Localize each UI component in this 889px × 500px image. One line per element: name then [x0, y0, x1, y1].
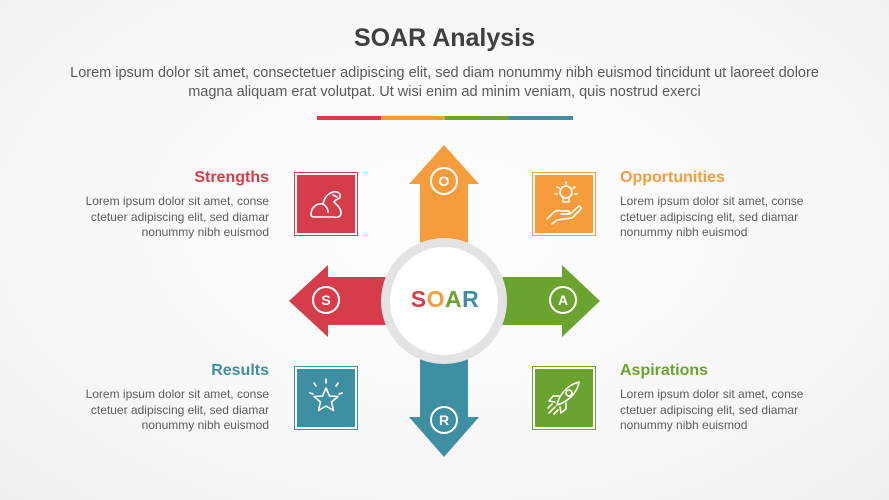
strengths-letter: S	[321, 292, 330, 308]
star-award-icon	[309, 378, 343, 412]
strengths-description: Lorem ipsum dolor sit amet, conse ctetue…	[85, 194, 269, 239]
aspirations-description: Lorem ipsum dolor sit amet, conse ctetue…	[620, 387, 804, 432]
aspirations-heading: Aspirations	[620, 362, 709, 379]
bicep-muscle-icon	[310, 190, 342, 219]
hand-lightbulb-icon	[546, 181, 582, 225]
aspirations-letter: A	[558, 292, 568, 308]
strengths-icon-box	[295, 173, 357, 235]
page-subtitle: Lorem ipsum dolor sit amet, consectetuer…	[70, 65, 819, 100]
center-letter-s: S	[410, 286, 427, 312]
center-circle	[390, 247, 498, 355]
center-letter-o: O	[426, 286, 445, 312]
results-description: Lorem ipsum dolor sit amet, conse ctetue…	[85, 387, 269, 432]
center-letter-a: A	[444, 286, 463, 312]
strengths-heading: Strengths	[194, 169, 269, 186]
opportunities-icon-box	[533, 173, 595, 235]
divider-segment-red	[317, 116, 381, 120]
opportunities-heading: Opportunities	[620, 169, 725, 186]
opportunities-letter: O	[439, 173, 450, 189]
divider-segment-blue	[509, 116, 573, 120]
page-title: SOAR Analysis	[353, 24, 536, 52]
divider-segment-green	[445, 116, 509, 120]
results-letter-badge: R	[430, 406, 458, 434]
results-icon-box	[295, 367, 357, 429]
aspirations-arrow	[498, 265, 600, 337]
results-letter: R	[439, 412, 449, 428]
opportunities-description: Lorem ipsum dolor sit amet, conse ctetue…	[620, 194, 804, 239]
strengths-letter-badge: S	[312, 286, 340, 314]
soar-center-label: SOAR	[384, 286, 506, 313]
aspirations-icon-box	[533, 367, 595, 429]
divider-segment-orange	[381, 116, 445, 120]
rocket-icon	[547, 381, 580, 415]
aspirations-letter-badge: A	[549, 286, 577, 314]
center-letter-r: R	[462, 286, 480, 312]
opportunities-letter-badge: O	[430, 167, 458, 195]
results-heading: Results	[211, 362, 269, 379]
title-divider	[317, 116, 573, 120]
